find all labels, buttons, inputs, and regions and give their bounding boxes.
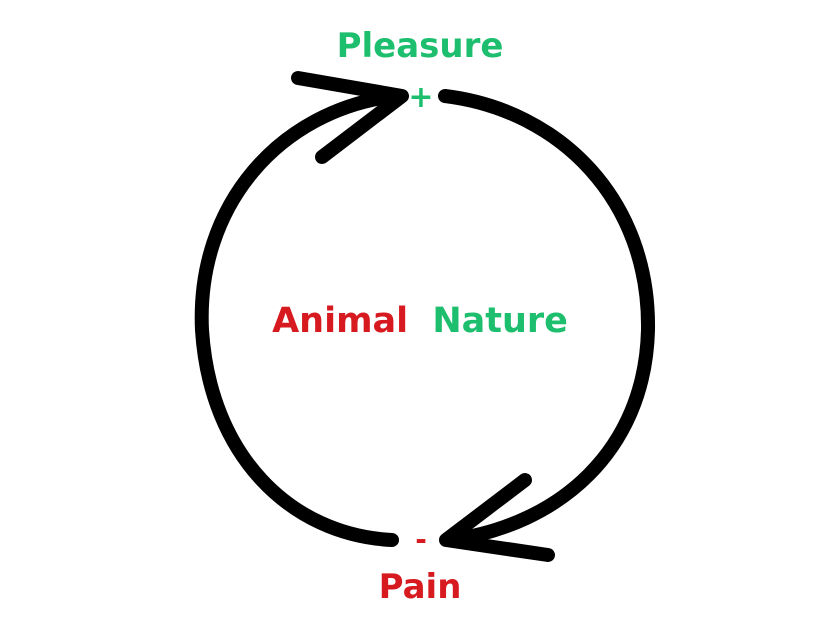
center-word-nature: Nature [432,301,568,341]
center-word-animal: Animal [272,301,408,341]
left-cycle-arc [194,89,402,547]
center-title: Animal Nature [272,301,568,341]
top-arrowhead [291,71,409,164]
plus-sign: + [408,80,433,115]
minus-sign: - [415,523,427,556]
right-cycle-arc [438,89,656,547]
bottom-arrowhead [439,473,555,562]
pain-label: Pain [379,567,462,607]
pleasure-label: Pleasure [337,26,504,66]
